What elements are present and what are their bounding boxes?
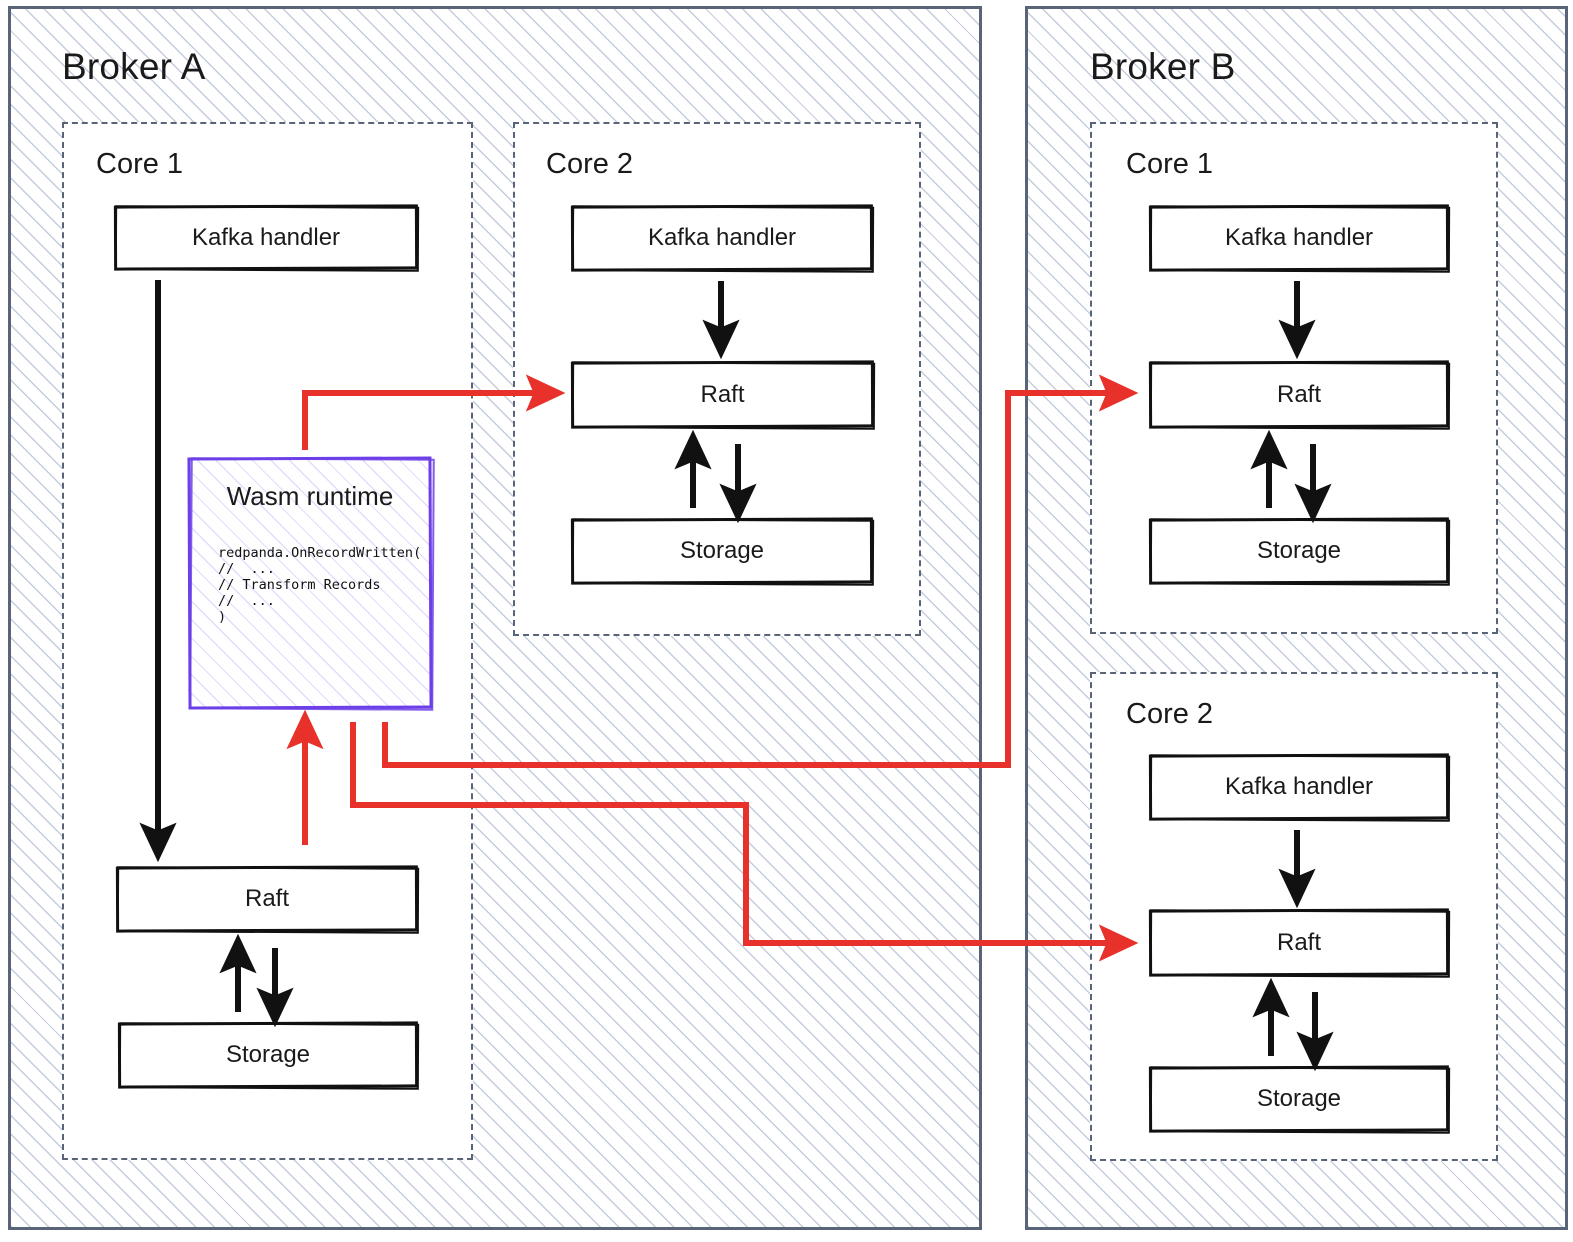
- box-label: Storage: [1256, 1085, 1342, 1112]
- broker-a-core-1-title: Core 1: [96, 148, 184, 180]
- broker-b-core-1-raft[interactable]: Raft: [1148, 360, 1451, 430]
- flow-wasm-to-raft-a2: [302, 374, 566, 450]
- box-label: Kafka handler: [647, 224, 797, 251]
- broker-a-core-1-kafka-handler[interactable]: Kafka handler: [113, 204, 420, 272]
- box-label: Raft: [700, 380, 745, 408]
- broker-a-core-1-raft[interactable]: Raft: [115, 865, 420, 934]
- broker-b-core-1-kafka-handler[interactable]: Kafka handler: [1148, 204, 1451, 273]
- broker-b-core-1-title: Core 1: [1126, 148, 1214, 180]
- broker-b-title: Broker B: [1090, 46, 1236, 87]
- wasm-runtime-code: redpanda.OnRecordWritten( // ... // Tran…: [218, 545, 422, 625]
- box-label: Kafka handler: [1224, 773, 1374, 800]
- box-label: Storage: [679, 537, 765, 564]
- broker-b-core-2-storage[interactable]: Storage: [1148, 1065, 1451, 1134]
- broker-a-title: Broker A: [62, 46, 206, 87]
- broker-b-core-1-storage[interactable]: Storage: [1148, 517, 1451, 586]
- broker-a-core-2-title: Core 2: [546, 148, 634, 180]
- broker-a-core-2-kafka-handler[interactable]: Kafka handler: [570, 204, 875, 273]
- broker-a-core-2-storage[interactable]: Storage: [570, 517, 875, 586]
- broker-b-core-2-kafka-handler[interactable]: Kafka handler: [1148, 753, 1451, 822]
- broker-a-core-2-raft[interactable]: Raft: [570, 360, 876, 430]
- box-label: Storage: [225, 1041, 311, 1068]
- broker-b-core-2-raft[interactable]: Raft: [1148, 908, 1451, 978]
- wasm-runtime-box[interactable]: Wasm runtime redpanda.OnRecordWritten( /…: [187, 456, 435, 711]
- box-label: Kafka handler: [1224, 224, 1374, 251]
- flow-wasm-to-raft-b1: [382, 374, 1139, 768]
- box-label: Storage: [1256, 537, 1342, 564]
- flow-wasm-to-raft-b2: [350, 722, 1139, 962]
- box-label: Raft: [244, 885, 289, 912]
- broker-b-core-2-title: Core 2: [1126, 698, 1214, 730]
- wasm-runtime-title: Wasm runtime: [226, 481, 394, 511]
- broker-a-core-1-storage[interactable]: Storage: [117, 1021, 420, 1090]
- box-label: Raft: [1276, 380, 1321, 408]
- box-label: Raft: [1276, 928, 1321, 956]
- box-label: Kafka handler: [191, 223, 341, 251]
